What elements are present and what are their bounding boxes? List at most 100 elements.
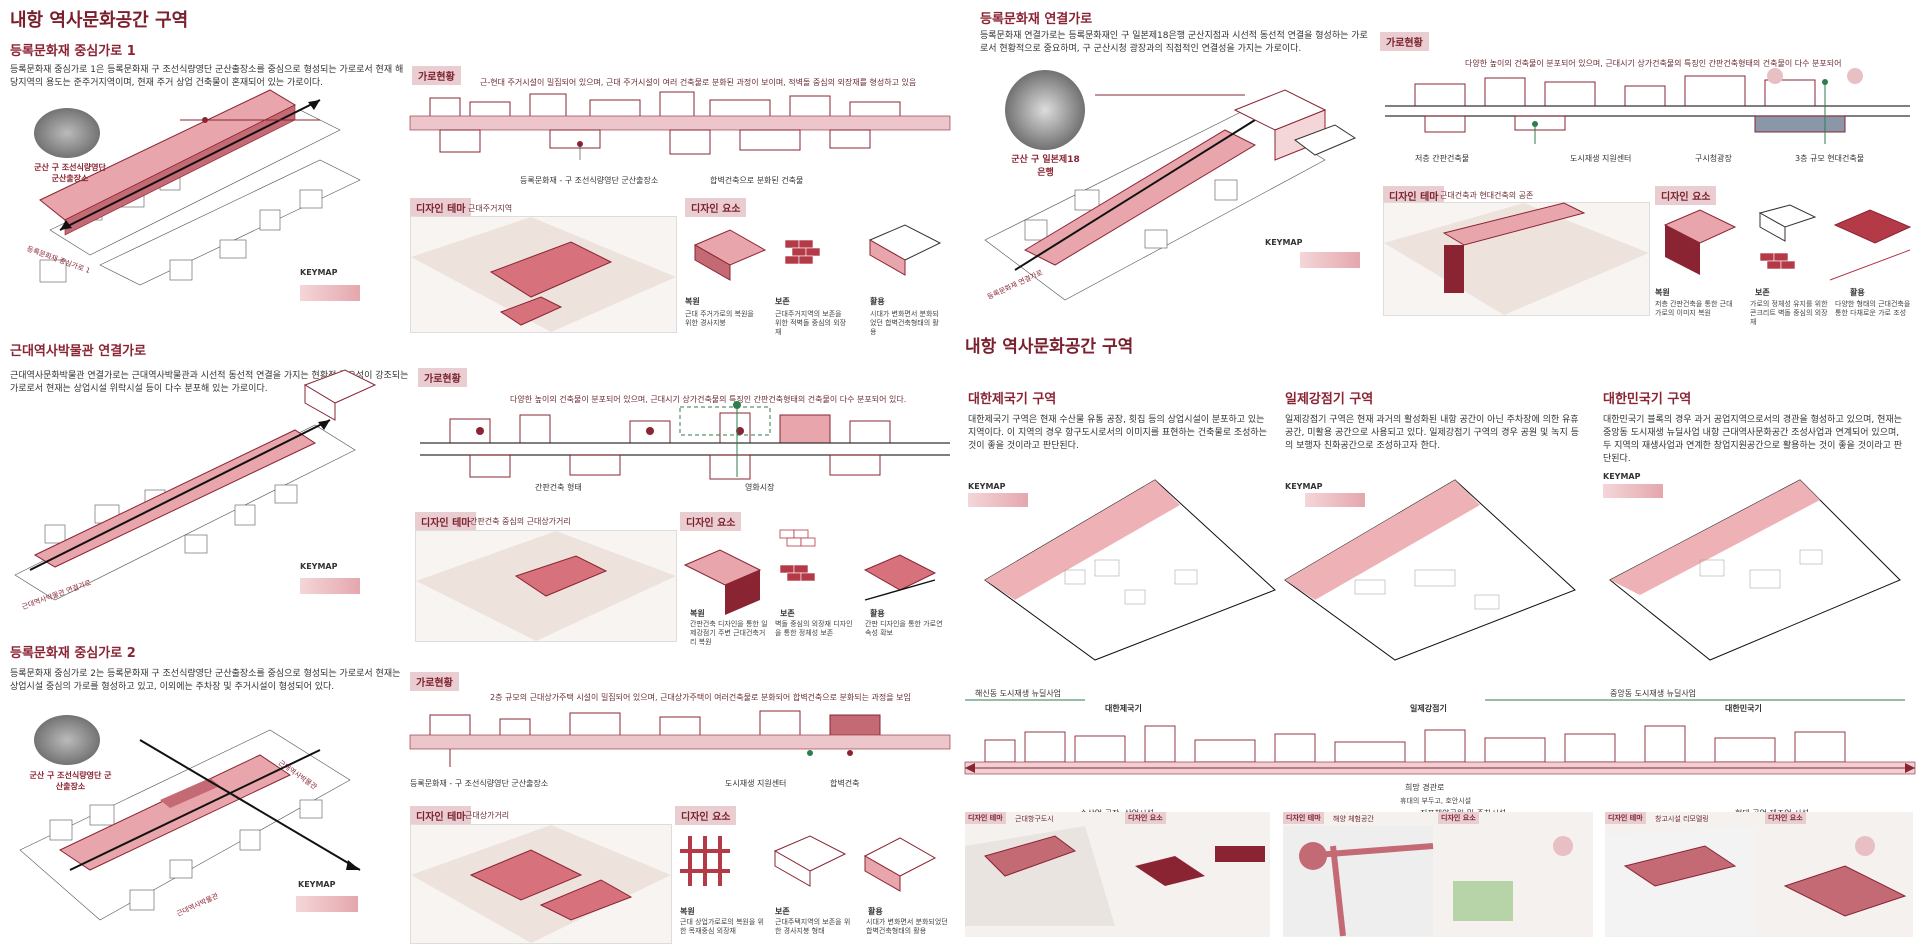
design-element-icons — [1663, 204, 1912, 281]
street-callout: 구시청광장 — [1695, 154, 1732, 163]
street-callout: 도시재생 지원센터 — [725, 779, 787, 788]
street-status-tag: 가로현황 — [410, 672, 459, 691]
street-callout: 간판건축 형태 — [535, 483, 582, 492]
design-element-tag: 디자인 요소 — [685, 198, 747, 217]
section-description: 근대역사문화박물관 연결가로는 근대역사박물관과 시선적 동선적 연결을 가지는… — [10, 371, 409, 394]
era-label: 일제강점기 — [1410, 704, 1447, 713]
keymap-thumb — [300, 578, 360, 594]
section-elevation — [964, 699, 1916, 775]
design-element-tag: 디자인 요소 — [680, 512, 742, 531]
design-element-tag: 디자인 요소 — [1125, 812, 1166, 824]
element-name: 보존 — [780, 609, 795, 618]
photo-caption: 군산 구 조선식량영단 군산출장소 — [29, 771, 112, 791]
era-title: 대한제국기 구역 — [968, 392, 1057, 407]
element-name: 보존 — [775, 297, 790, 306]
street-callout: 등록문화재 - 구 조선식량영단 군산출장소 — [410, 779, 549, 788]
design-theme-sub: 근대건축과 현대건축의 공존 — [1440, 191, 1534, 200]
section-top-label: 해신동 도시재생 뉴딜사업 — [975, 689, 1062, 698]
element-desc: 시대가 변화면서 분화되었던 합벽건축형태의 활용 — [866, 918, 948, 935]
design-theme-sub: 창고시설 리모델링 — [1655, 815, 1709, 823]
element-desc: 저층 간판건축을 통한 근대 가로의 이미지 복원 — [1655, 300, 1733, 317]
era-description: 대한제국기 구역은 현재 수산물 유통 공장, 횟집 등의 상업시설이 분포하고… — [968, 415, 1267, 451]
design-element-icons — [680, 835, 937, 892]
keymap-thumb — [968, 493, 1028, 507]
street-callout: 등록문화재 - 구 조선식량영단 군산출장소 — [520, 176, 659, 185]
keymap-thumb — [1305, 493, 1365, 507]
design-theme-tag: 디자인 테마 — [410, 806, 472, 825]
element-name: 복원 — [690, 609, 705, 618]
era-title: 대한민국기 구역 — [1603, 392, 1692, 407]
element-name: 활용 — [868, 907, 883, 916]
street-status-tag: 가로현황 — [1380, 32, 1429, 51]
section-sub-label: 휴대의 부두고, 호안시설 — [1400, 797, 1472, 805]
street-callout: 도시재생 지원센터 — [1570, 154, 1632, 163]
element-name: 활용 — [870, 609, 885, 618]
street-note: 다양한 높이의 건축물이 분포되어 있으며, 근대시기 상가건축물의 특징인 간… — [1465, 59, 1842, 68]
section-description: 등록문화재 연결가로는 등록문화재인 구 일본제18은행 군산지점과 시선적 동… — [980, 31, 1368, 54]
element-desc: 가로의 정체성 유지를 위한 콘크리트 벽돌 중심의 외장재 — [1750, 300, 1828, 326]
axonometric-map — [984, 89, 1357, 301]
era-description: 대한민국기 블록의 경우 과거 공업지역으로서의 경관을 형성하고 있으며, 현… — [1603, 415, 1902, 464]
design-theme-sub: 근대주거지역 — [468, 204, 513, 213]
design-element-tag: 디자인 요소 — [1655, 186, 1717, 205]
design-theme-tag: 디자인 테마 — [1383, 186, 1445, 205]
element-desc: 시대가 변화면서 분화되었던 합벽건축형태의 활용 — [870, 310, 939, 336]
axonometric-map — [39, 89, 361, 286]
era-design-panel: 디자인 테마 창고시설 리모델링 디자인 요소 — [1605, 812, 1913, 937]
section-description: 등록문화재 중심가로 2는 등록문화재 구 조선식량영단 군산출장소를 중심으로… — [10, 669, 401, 692]
design-theme-sub: 근대항구도시 — [1015, 815, 1054, 823]
design-theme-tag: 디자인 테마 — [1283, 812, 1324, 824]
street-elevation — [409, 91, 951, 160]
section-title: 근대역사박물관 연결가로 — [10, 344, 147, 359]
keymap-thumb — [296, 896, 358, 912]
keymap-label: KEYMAP — [1265, 238, 1303, 247]
street-elevation — [420, 401, 950, 480]
photo-caption: 군산 구 일본제18은행 — [1011, 155, 1080, 178]
design-theme-render — [415, 530, 677, 642]
design-element-tag: 디자인 요소 — [1438, 812, 1479, 824]
design-element-icons — [683, 529, 937, 615]
street-elevation — [1385, 68, 1910, 144]
design-theme-render — [410, 824, 672, 944]
element-desc: 근대주거지역의 보존을 위한 적벽돌 중심의 외장재 — [775, 310, 847, 336]
element-desc: 근대 주거가로의 복원을 위한 경사지붕 — [685, 310, 754, 327]
element-desc: 근대주택지역의 보존을 위한 경사지붕 형태 — [775, 918, 851, 935]
section-center-label: 희망 경관로 — [1405, 783, 1445, 792]
photo-caption: 군산 구 조선식량영단 군산출장소 — [34, 163, 106, 183]
design-theme-tag: 디자인 테마 — [410, 198, 472, 217]
axonometric-map — [19, 729, 361, 921]
design-theme-tag: 디자인 테마 — [415, 512, 477, 531]
section-top-label: 중앙동 도시재생 뉴딜사업 — [1610, 689, 1697, 698]
design-theme-render — [1383, 202, 1650, 316]
element-desc: 벽돌 중심의 외장재 디자인을 통한 정체성 보존 — [775, 620, 853, 637]
element-name: 보존 — [1755, 288, 1770, 297]
section-description: 등록문화재 중심가로 1은 등록문화재 구 조선식량영단 군산출장소를 중심으로… — [10, 65, 404, 88]
page-title: 내항 역사문화공간 구역 — [10, 10, 189, 31]
section-title: 등록문화재 중심가로 1 — [10, 44, 136, 59]
element-desc: 다양한 형태의 근대건축을 통한 다채로운 가로 조성 — [1835, 300, 1911, 317]
element-name: 복원 — [680, 907, 695, 916]
section-title: 등록문화재 중심가로 2 — [10, 646, 136, 661]
keymap-thumb — [300, 285, 360, 301]
section-title: 등록문화재 연결가로 — [980, 12, 1093, 27]
design-element-tag: 디자인 요소 — [675, 806, 737, 825]
street-note: 2층 규모의 근대상가주택 시설이 밀집되어 있으며, 근대상가주택이 여러건축… — [490, 693, 911, 702]
design-theme-render — [410, 216, 677, 333]
era-title: 일제강점기 구역 — [1285, 392, 1374, 407]
era-site-plan — [984, 479, 1276, 661]
element-desc: 간판 디자인을 통한 가로연속성 확보 — [865, 620, 943, 637]
building-photo — [34, 715, 100, 765]
street-callout: 합벽건축으로 분화된 건축물 — [710, 176, 804, 185]
design-element-tag: 디자인 요소 — [1765, 812, 1806, 824]
axonometric-map — [14, 369, 377, 601]
street-status-tag: 가로현황 — [418, 368, 467, 387]
street-callout: 영화시장 — [745, 483, 775, 492]
keymap-label: KEYMAP — [968, 482, 1006, 491]
element-name: 활용 — [870, 297, 885, 306]
building-photo — [34, 108, 100, 158]
street-callout: 합벽건축 — [830, 779, 860, 788]
keymap-label: KEYMAP — [1603, 472, 1641, 481]
element-name: 복원 — [685, 297, 700, 306]
element-desc: 간판건축 디자인을 통한 일제강점기 주변 근대건축거리 복원 — [690, 620, 768, 646]
era-site-plan — [1284, 479, 1576, 661]
